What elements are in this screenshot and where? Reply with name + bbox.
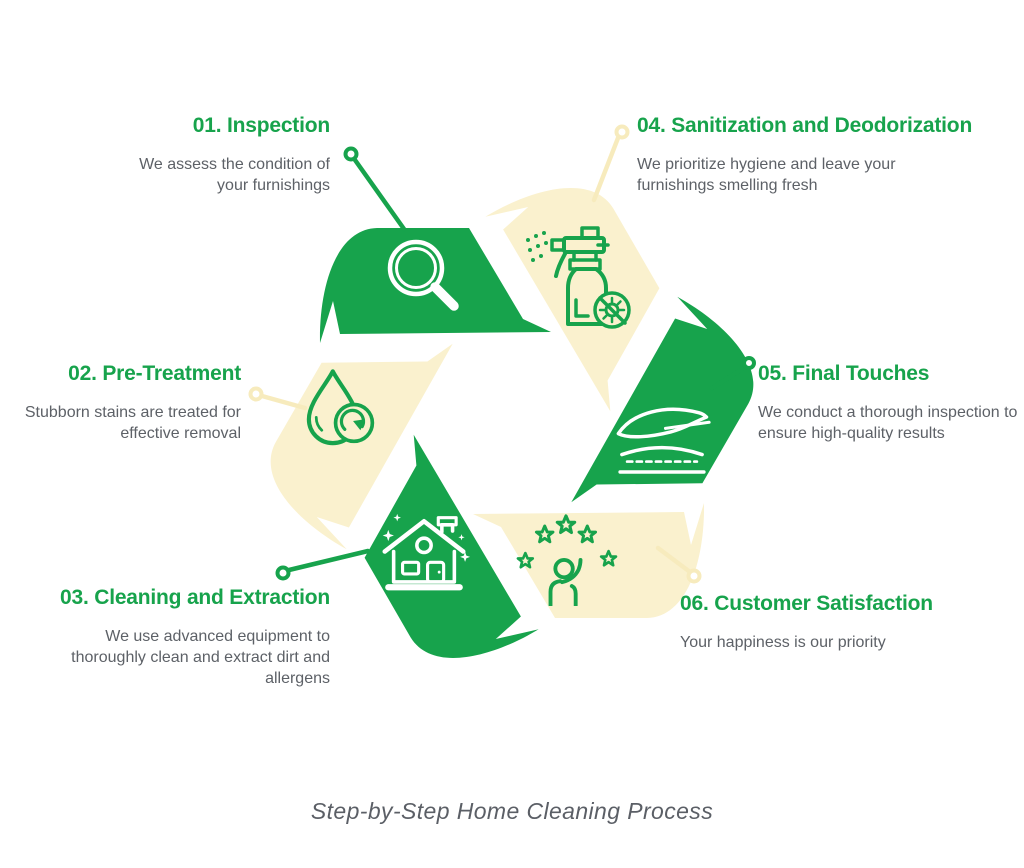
connector-dot-06	[686, 568, 702, 584]
step-03-description: We use advanced equipment to thoroughly …	[71, 628, 330, 687]
spray-bottle-no-germs-icon	[520, 224, 632, 334]
step-06-title: 06. Customer Satisfaction	[680, 592, 933, 615]
step-05-description: We conduct a thorough inspection to ensu…	[758, 404, 1018, 442]
step-04-sanitization: 04. Sanitization and Deodorization We pr…	[637, 112, 1024, 196]
connector-dot-04	[614, 124, 630, 140]
magnifier-icon	[372, 228, 476, 328]
connector-03	[286, 548, 371, 573]
step-05-final-touches: 05. Final Touches We conduct a thorough …	[758, 360, 1024, 444]
step-04-title: 04. Sanitization and Deodorization	[637, 114, 973, 137]
step-06-description: Your happiness is our priority	[680, 634, 886, 651]
stars-person-icon	[506, 508, 626, 606]
segment-final-touches	[571, 296, 754, 503]
step-03-cleaning-extraction: 03. Cleaning and Extraction We use advan…	[10, 584, 330, 689]
connector-dot-03	[275, 565, 291, 581]
feather-surface-icon	[606, 390, 718, 486]
step-06-customer-satisfaction: 06. Customer Satisfaction Your happiness…	[680, 590, 1000, 653]
connector-dot-05	[742, 356, 756, 370]
step-05-title: 05. Final Touches	[758, 362, 930, 385]
connector-04	[591, 135, 621, 203]
step-01-description: We assess the condition of your furnishi…	[139, 156, 330, 194]
connector-06	[655, 545, 693, 575]
step-02-description: Stubborn stains are treated for effectiv…	[24, 404, 241, 442]
step-01-title: 01. Inspection	[192, 114, 330, 137]
segment-sanitization	[485, 188, 660, 412]
step-01-inspection: 01. Inspection We assess the condition o…	[50, 112, 330, 196]
connector-01	[352, 157, 407, 232]
water-drop-recycle-icon	[296, 364, 388, 456]
connector-dot-01	[343, 146, 359, 162]
step-02-title: 02. Pre-Treatment	[68, 362, 241, 385]
step-02-pre-treatment: 02. Pre-Treatment Stubborn stains are tr…	[0, 360, 241, 444]
step-04-description: We prioritize hygiene and leave your fur…	[637, 156, 896, 194]
segment-customer-satisfaction	[473, 503, 705, 618]
connector-dot-02	[248, 386, 264, 402]
sparkling-house-icon	[374, 500, 474, 596]
segment-cleaning-extraction	[364, 434, 539, 658]
connector-05	[709, 365, 747, 391]
connector-02	[259, 393, 308, 411]
step-03-title: 03. Cleaning and Extraction	[60, 586, 330, 609]
caption: Step-by-Step Home Cleaning Process	[310, 798, 714, 824]
